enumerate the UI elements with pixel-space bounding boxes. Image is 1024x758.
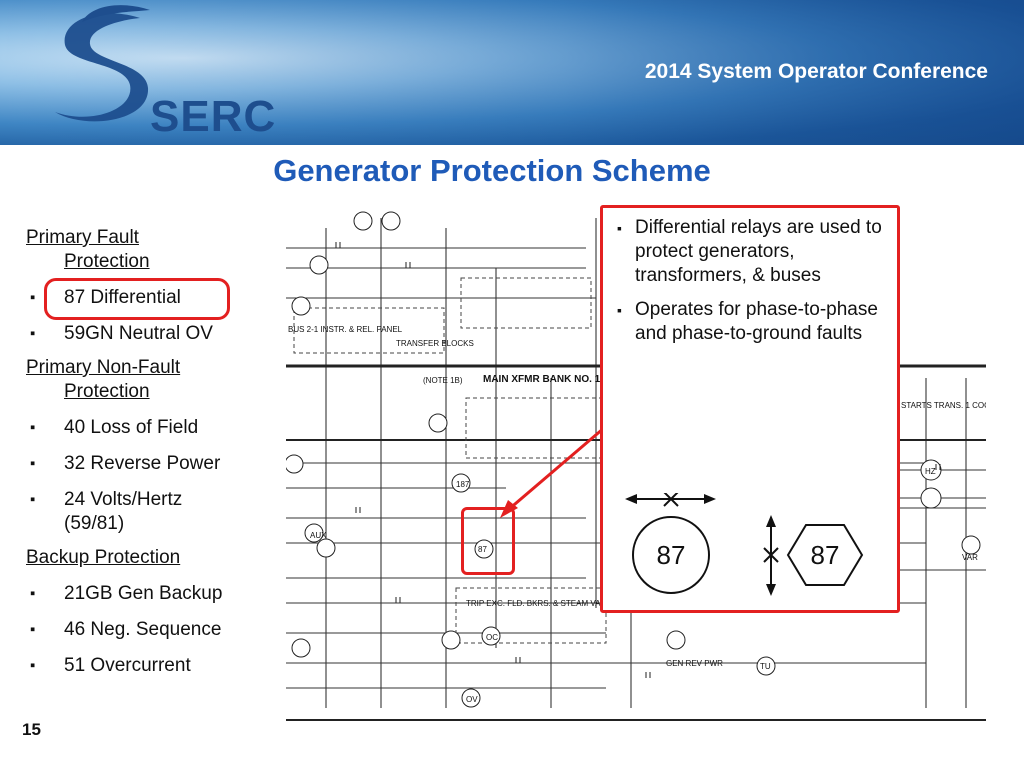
trip-label: TRIP EXC. FLD. BKRS. & STEAM VALVES [466,599,620,608]
primary-fault-heading-line1: Primary Fault [26,227,139,248]
transfer-label: TRANSFER BLOCKS [396,339,474,348]
tu-label: TU [760,662,771,671]
conference-title: 2014 System Operator Conference [644,60,988,83]
note-label: (NOTE 1B) [423,376,463,385]
relay-circle-label: 87 [657,540,686,570]
primary-nonfault-heading-line1: Primary Non-Fault [26,357,181,378]
protection-outline: Primary Fault Protection 87 Differential… [26,222,276,678]
primary-fault-heading-line2: Protection [64,251,150,272]
primary-nonfault-heading: Primary Non-Fault Protection [26,356,276,404]
list-item: 32 Reverse Power [26,452,276,476]
list-item: 46 Neg. Sequence [26,618,276,642]
relay-187-label: 187 [456,480,470,489]
primary-fault-heading: Primary Fault Protection [26,226,276,274]
relay-symbols-icon: 87 87 [625,493,864,596]
volts-hertz-line1: 24 Volts/Hertz [64,489,183,510]
relay-87-highlight [461,507,515,575]
callout-bullet: Differential relays are used to protect … [613,216,887,288]
list-item: 24 Volts/Hertz (59/81) [26,488,276,536]
serc-logo-text: SERC [150,92,277,141]
header-banner: SERC 2014 System Operator Conference [0,0,1024,145]
bus-label: BUS 2-1 INSTR. & REL. PANEL [288,325,403,334]
list-item: 40 Loss of Field [26,416,276,440]
hz-label: HZ [925,467,936,476]
var-label: VAR [962,553,978,562]
list-item: 59GN Neutral OV [26,322,276,346]
aux-label: AUX [310,531,327,540]
volts-hertz-line2: (59/81) [64,513,125,534]
list-item: 87 Differential [26,286,276,310]
callout-box: Differential relays are used to protect … [600,205,900,613]
relay-hex-label: 87 [811,540,840,570]
ov-label: OV [466,695,478,704]
highlight-87-differential [44,278,230,320]
list-item: 51 Overcurrent [26,654,276,678]
xfmr-label: MAIN XFMR BANK NO. 1 [483,374,601,385]
slide-title: Generator Protection Scheme [273,153,711,188]
relay-87-label: 87 [478,545,487,554]
list-item: 21GB Gen Backup [26,582,276,606]
page-number: 15 [22,720,41,739]
primary-nonfault-heading-line2: Protection [64,381,150,402]
oc-label: OC [486,633,498,642]
gen-rev-label: GEN REV PWR [666,659,723,668]
callout-bullet: Operates for phase-to-phase and phase-to… [613,298,887,346]
serc-swoosh-logo [55,5,150,122]
starts-label: STARTS TRANS. 1 COOLING [901,401,986,410]
backup-heading: Backup Protection [26,547,181,568]
header-gradient [0,0,1024,145]
